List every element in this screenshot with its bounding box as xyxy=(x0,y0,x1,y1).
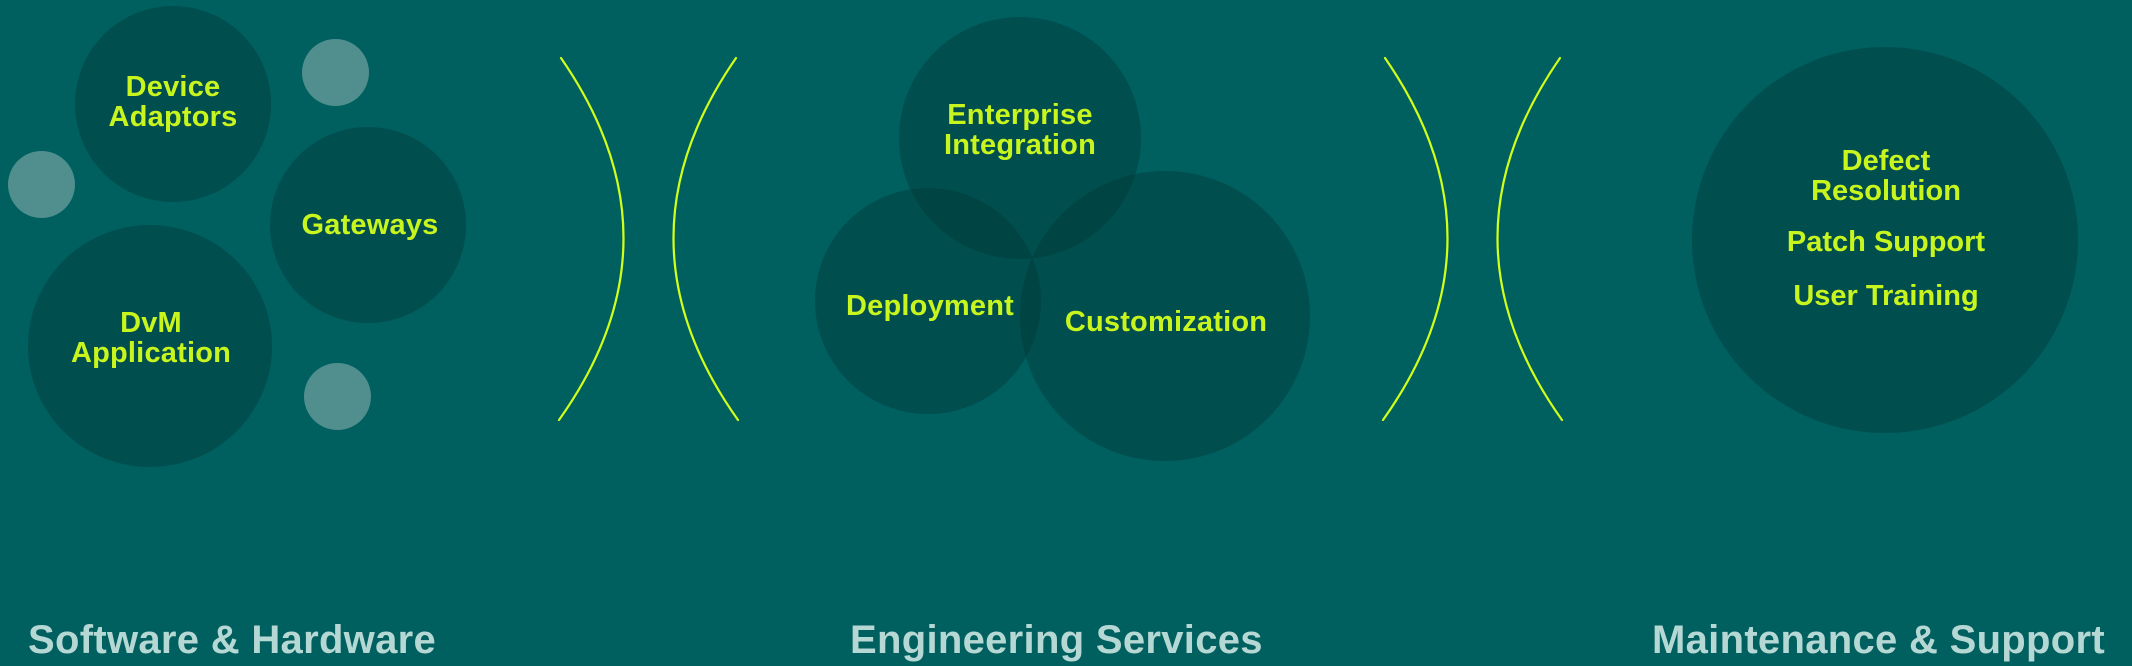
maintenance-support-title: Maintenance & Support xyxy=(1652,618,2105,662)
maintenance-bubble xyxy=(1692,47,2078,433)
decorative-dot xyxy=(304,363,371,430)
deployment-bubble xyxy=(815,188,1041,414)
gateways-label: Gateways xyxy=(301,209,439,241)
decorative-dot xyxy=(8,151,75,218)
engineering-services-title: Engineering Services xyxy=(850,618,1263,662)
dvm-application-label: DvM Application xyxy=(70,307,232,369)
right-bracket-arc xyxy=(1381,56,1449,422)
enterprise-integration-label: Enterprise Integration xyxy=(943,99,1097,161)
user-training-label: User Training xyxy=(1793,280,1979,312)
decorative-dot xyxy=(302,39,369,106)
deployment-label: Deployment xyxy=(846,290,1014,322)
device-adaptors-bubble xyxy=(75,6,271,202)
software-hardware-title: Software & Hardware xyxy=(28,618,437,662)
defect-resolution-label: Defect Resolution xyxy=(1811,145,1961,207)
enterprise-integration-bubble xyxy=(899,17,1141,259)
customization-bubble xyxy=(1020,171,1310,461)
customization-label: Customization xyxy=(1064,306,1268,338)
device-adaptors-label: Device Adaptors xyxy=(108,71,238,133)
gateways-bubble xyxy=(270,127,466,323)
dvm-application-bubble xyxy=(28,225,272,467)
patch-support-label: Patch Support xyxy=(1786,226,1986,258)
left-bracket-arc xyxy=(1496,56,1564,422)
left-bracket-arc xyxy=(672,56,740,422)
right-bracket-arc xyxy=(557,56,625,422)
